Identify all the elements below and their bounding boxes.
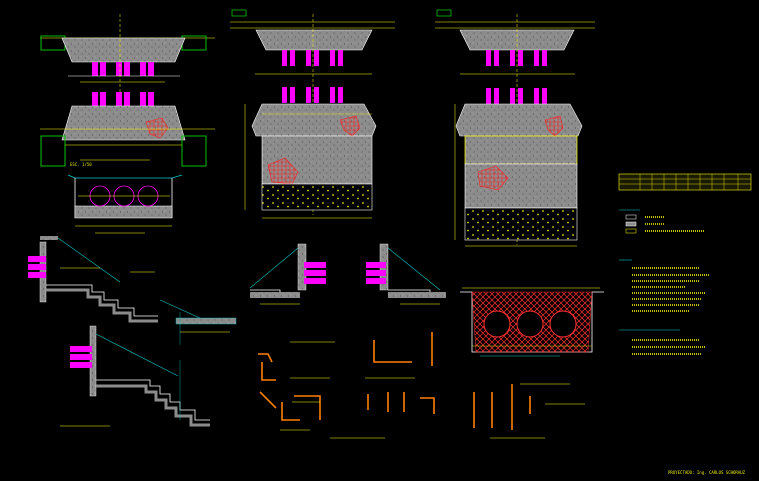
stepped-section-4 [366, 243, 446, 305]
general-notes [619, 259, 710, 312]
stepped-section-1 [28, 236, 158, 323]
rebar-details-left [258, 341, 385, 439]
stepped-section-3 [249, 243, 326, 305]
view-2-elevation [244, 87, 377, 219]
view-3-elevation [454, 88, 583, 247]
culvert-cross-section [67, 174, 183, 234]
view-1-plan-top [40, 14, 215, 100]
rebar-details-middle [365, 332, 435, 414]
reinforcement-schedule-table [618, 173, 752, 191]
view-2-plan-top [230, 9, 395, 215]
rebar-details-right [473, 383, 585, 439]
view-1-plan-bottom [40, 92, 215, 167]
legend-block [619, 209, 705, 234]
scale-label: ESC. 1/50 [70, 162, 92, 167]
stepped-section-1b [159, 299, 237, 345]
credit-label: PROYECTADO: Ing. CARLOS SCHORAUZ [668, 470, 746, 475]
stepped-section-2 [60, 325, 210, 427]
material-specifications [619, 329, 705, 355]
culvert-front-view [460, 287, 604, 357]
